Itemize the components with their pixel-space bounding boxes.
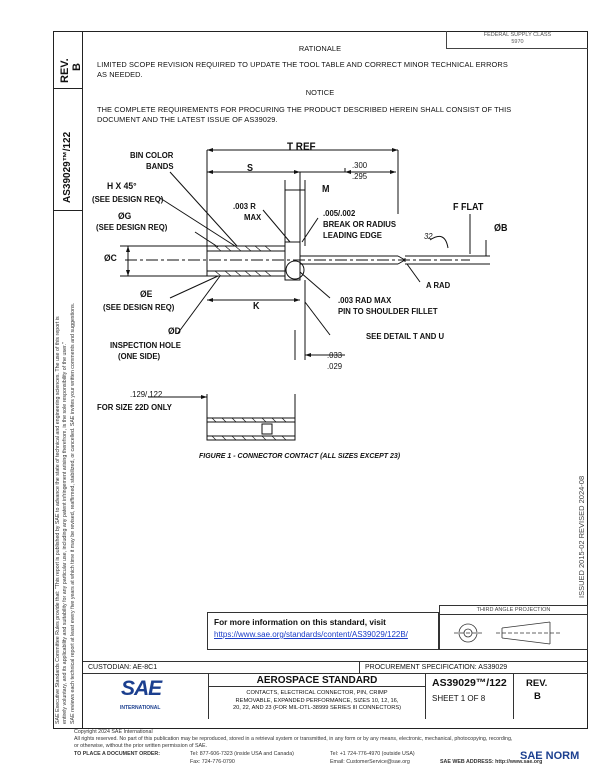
footer-fax: Fax: 724-776-0790 bbox=[190, 759, 235, 765]
fed-box-line2: 5970 bbox=[511, 39, 524, 45]
label-b: ØB bbox=[494, 223, 508, 234]
label-k: K bbox=[253, 301, 260, 312]
label-m: M bbox=[322, 184, 330, 195]
drawing-frame bbox=[53, 31, 588, 729]
label-one-side: (ONE SIDE) bbox=[118, 351, 161, 361]
label-see-detail: SEE DETAIL T AND U bbox=[366, 331, 445, 341]
label-for-size-22d: FOR SIZE 22D ONLY bbox=[97, 402, 172, 412]
label-see-design-req-1: (SEE DESIGN REQ) bbox=[92, 194, 164, 204]
standard-link[interactable]: https://www.sae.org/standards/content/AS… bbox=[214, 630, 408, 639]
label-dim-295: .295 bbox=[352, 171, 368, 181]
third-angle-label: THIRD ANGLE PROJECTION bbox=[440, 606, 587, 615]
label-g: ØG bbox=[118, 211, 132, 222]
label-t-ref: T REF bbox=[287, 141, 316, 153]
fed-box-line1: FEDERAL SUPPLY CLASS bbox=[483, 32, 552, 38]
procurement-text: PROCUREMENT SPECIFICATION: AS39029 bbox=[365, 664, 508, 671]
sae-logo: SAE bbox=[121, 677, 162, 700]
label-h-x-45: H X 45° bbox=[107, 181, 137, 192]
label-inspection-hole: INSPECTION HOLE bbox=[110, 340, 181, 350]
notice-text-2: DOCUMENT AND THE LATEST ISSUE OF AS39029… bbox=[97, 115, 278, 124]
document-title: CONTACTS, ELECTRICAL CONNECTOR, PIN, CRI… bbox=[209, 687, 426, 719]
label-pin-fillet: PIN TO SHOULDER FILLET bbox=[338, 306, 438, 316]
federal-supply-class-box: FEDERAL SUPPLY CLASS 5970 bbox=[446, 31, 588, 49]
sae-logo-sub: INTERNATIONAL bbox=[120, 705, 161, 711]
title-line3: 20, 22, AND 23 (FOR MIL-DTL-38999 SERIES… bbox=[232, 705, 402, 711]
notice-heading: NOTICE bbox=[305, 88, 335, 97]
title-block: SAE INTERNATIONAL AEROSPACE STANDARD CON… bbox=[83, 674, 588, 719]
footer-tel2: Tel: +1 724-776-4970 (outside USA) bbox=[330, 751, 415, 757]
footer-copyright: Copyright 2024 SAE International bbox=[74, 729, 153, 735]
left-margin-column: REV.B AS39029™/122 bbox=[53, 31, 83, 729]
projection-symbol-icon bbox=[454, 621, 560, 645]
rationale-heading: RATIONALE bbox=[298, 44, 342, 53]
label-e: ØE bbox=[140, 289, 153, 300]
third-angle-projection-box: THIRD ANGLE PROJECTION bbox=[439, 605, 588, 650]
label-d: ØD bbox=[168, 326, 181, 337]
figure-caption: FIGURE 1 - CONNECTOR CONTACT (ALL SIZES … bbox=[199, 453, 401, 460]
footer-rights-1: All rights reserved. No part of this pub… bbox=[74, 736, 513, 742]
title-rev-value: B bbox=[534, 691, 541, 702]
label-angle-32: 32 bbox=[424, 231, 433, 241]
label-see-design-req-3: (SEE DESIGN REQ) bbox=[103, 302, 175, 312]
label-dim-005: .005/.002 bbox=[323, 208, 356, 218]
title-line2: REMOVABLE, EXPANDED PERFORMANCE, SIZES 1… bbox=[235, 697, 399, 704]
aerospace-standard-heading: AEROSPACE STANDARD bbox=[209, 674, 426, 687]
footer-web[interactable]: SAE WEB ADDRESS: http://www.sae.org bbox=[440, 759, 543, 765]
rationale-text-2: AS NEEDED. bbox=[97, 70, 143, 79]
label-rad-max: .003 RAD MAX bbox=[338, 295, 392, 305]
rev-divider bbox=[513, 674, 514, 719]
title-doc-number: AS39029™/122 bbox=[432, 677, 507, 689]
title-line1: CONTACTS, ELECTRICAL CONNECTOR, PIN, CRI… bbox=[246, 690, 388, 696]
label-c: ØC bbox=[104, 253, 117, 264]
label-dim-300: .300 bbox=[352, 160, 368, 170]
footer-rights-2: or otherwise, without the prior written … bbox=[74, 743, 208, 749]
label-dim-129: .129/.122 bbox=[130, 389, 163, 399]
sheet-number: SHEET 1 OF 8 bbox=[432, 694, 486, 703]
label-leading-edge: LEADING EDGE bbox=[323, 230, 382, 240]
footer-order-label: TO PLACE A DOCUMENT ORDER: bbox=[74, 751, 161, 757]
label-dim-029: .029 bbox=[327, 361, 343, 371]
label-max: MAX bbox=[244, 212, 262, 222]
sae-norm-watermark: SAE NORM bbox=[520, 750, 580, 762]
info-box-text: For more information on this standard, v… bbox=[214, 617, 386, 627]
label-bin-color-2: BANDS bbox=[146, 161, 174, 171]
label-s: S bbox=[247, 163, 254, 174]
label-f-flat: F FLAT bbox=[453, 202, 484, 213]
footer-tel1: Tel: 877-606-7323 (inside USA and Canada… bbox=[190, 751, 294, 757]
footer-email[interactable]: Email: CustomerService@sae.org bbox=[330, 759, 410, 765]
custodian-row: CUSTODIAN: AE-8C1 PROCUREMENT SPECIFICAT… bbox=[83, 661, 588, 674]
title-rev-label: REV. bbox=[526, 678, 548, 689]
label-bin-color-1: BIN COLOR bbox=[130, 150, 174, 160]
label-see-design-req-2: (SEE DESIGN REQ) bbox=[96, 222, 168, 232]
rev-cell: REV.B bbox=[53, 31, 83, 89]
custodian-text: CUSTODIAN: AE-8C1 bbox=[88, 664, 158, 671]
sae-logo-cell: SAE INTERNATIONAL bbox=[83, 674, 209, 719]
label-r-003: .003 R bbox=[233, 201, 256, 211]
notice-text-1: THE COMPLETE REQUIREMENTS FOR PROCURING … bbox=[97, 105, 512, 114]
label-a-rad: A RAD bbox=[426, 280, 451, 290]
rationale-text-1: LIMITED SCOPE REVISION REQUIRED TO UPDAT… bbox=[97, 60, 508, 69]
more-information-box: For more information on this standard, v… bbox=[207, 612, 439, 650]
label-dim-033: .033 bbox=[327, 350, 343, 360]
custodian-divider bbox=[359, 662, 360, 674]
label-break-or-radius: BREAK OR RADIUS bbox=[323, 219, 397, 229]
doc-number-cell: AS39029™/122 bbox=[53, 89, 83, 211]
